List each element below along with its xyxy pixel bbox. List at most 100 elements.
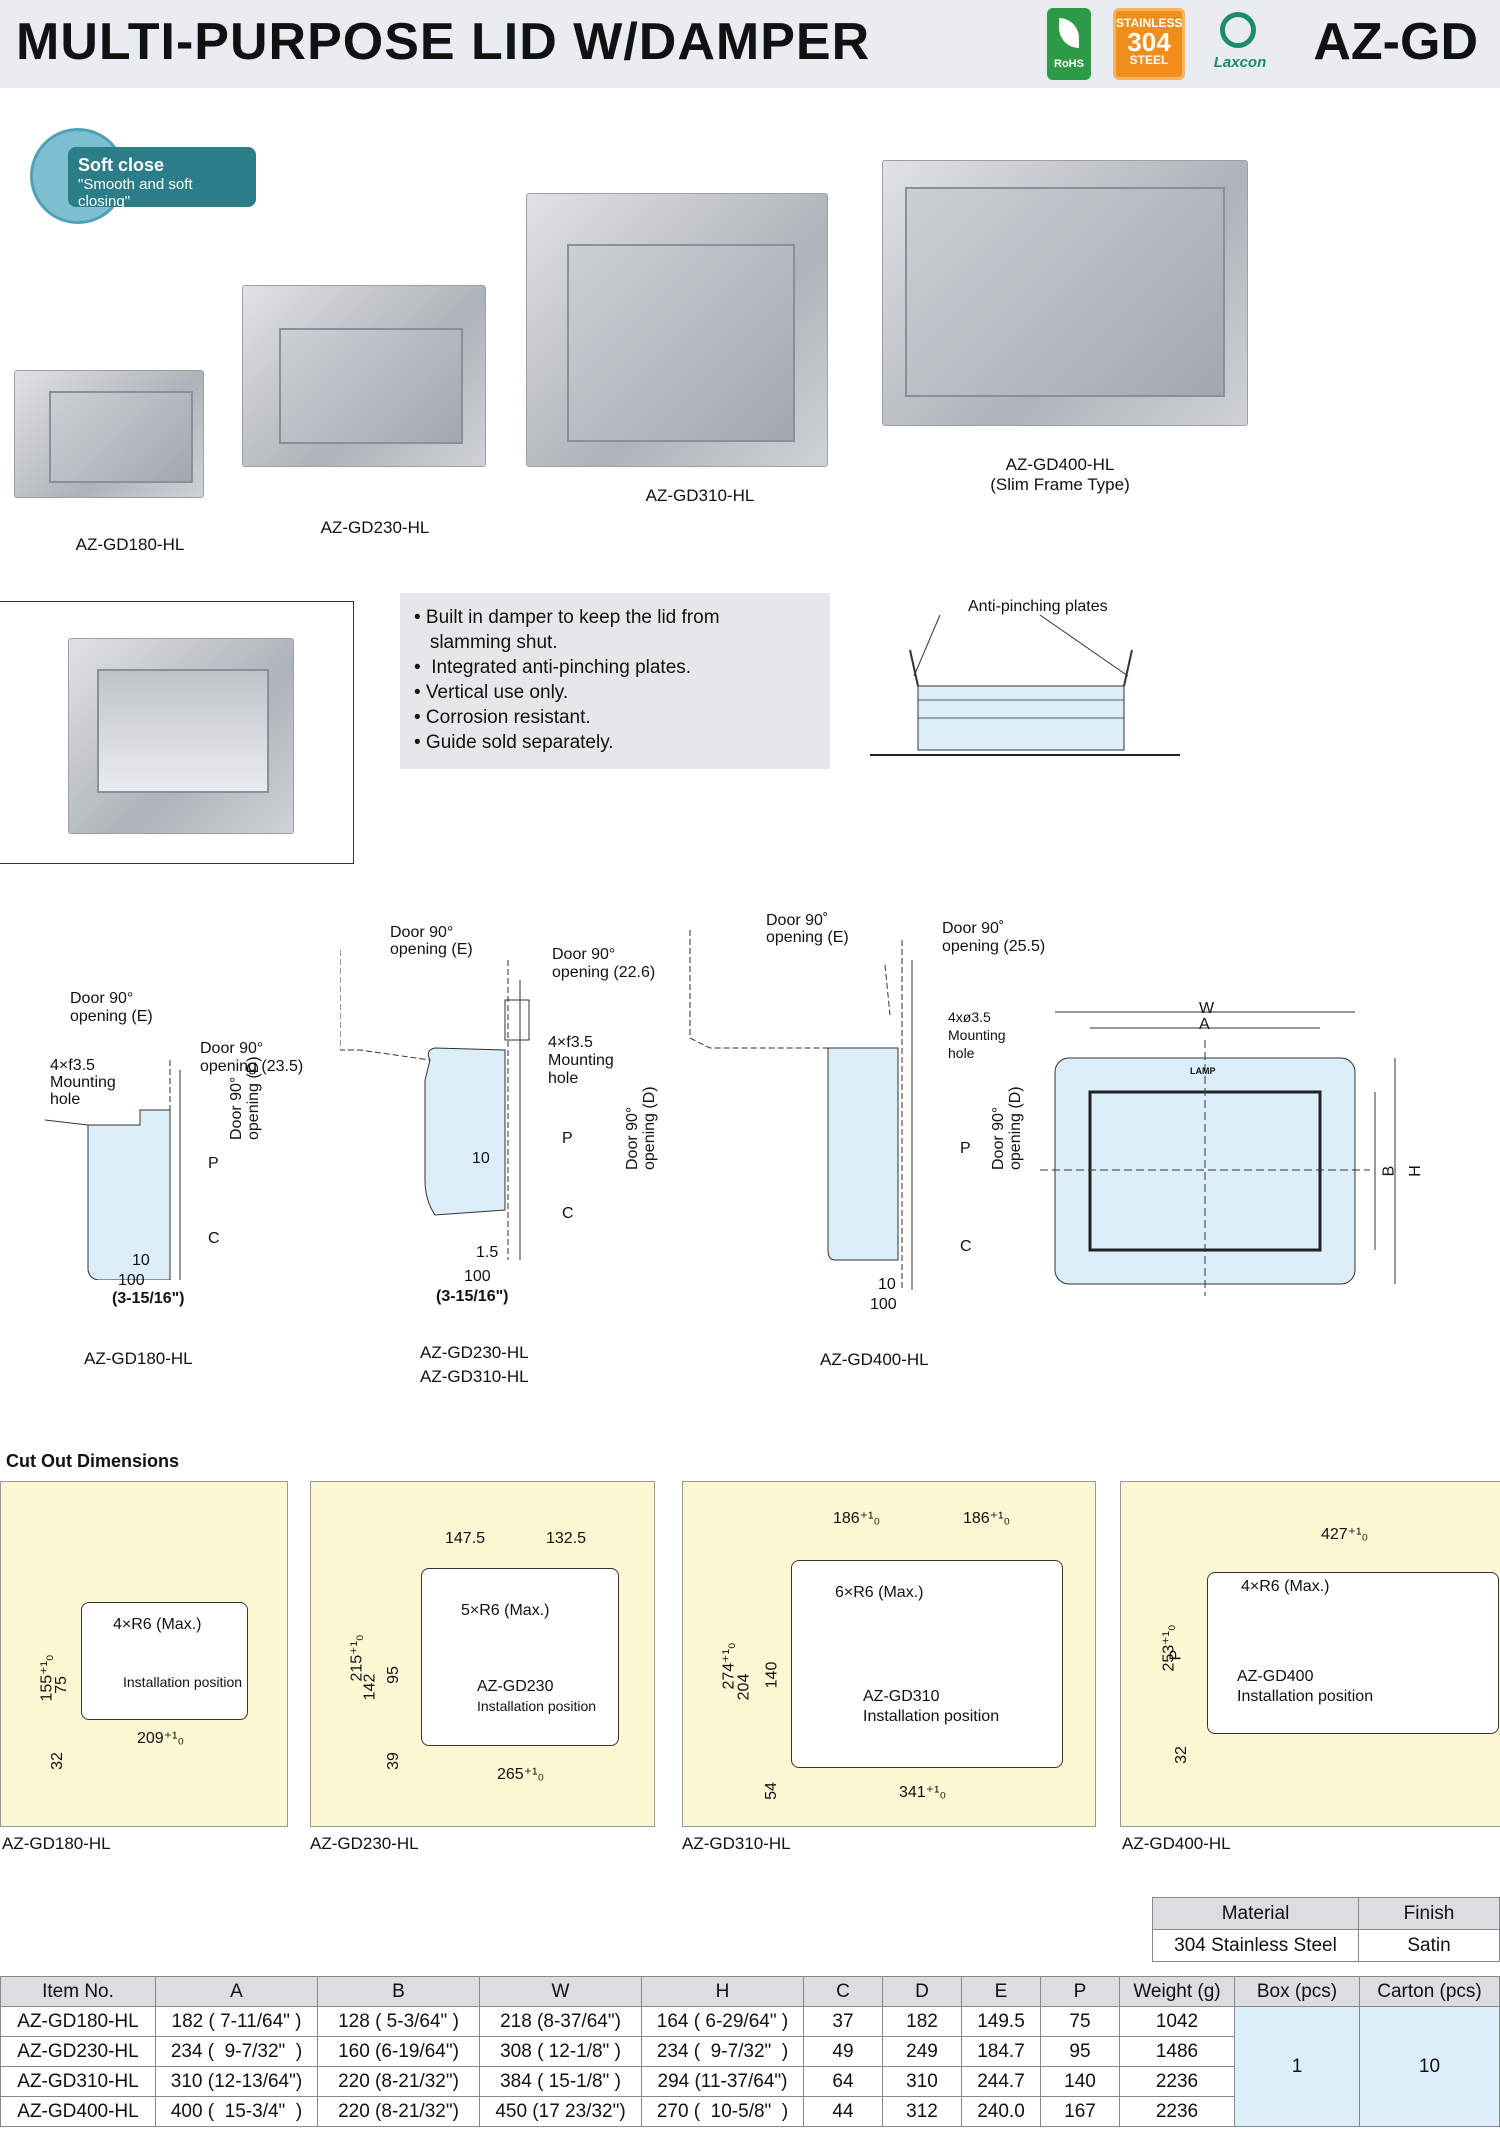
gd230-dim-c: C: [562, 1205, 574, 1222]
rohs-text: RoHS: [1054, 58, 1084, 70]
spec-cell: 234 ( 9-7/32" ): [641, 2036, 804, 2067]
spec-header: D: [882, 1976, 962, 2007]
spec-cell: 244.7: [961, 2066, 1041, 2097]
spec-cell: 164 ( 6-29/64" ): [641, 2006, 804, 2037]
spec-cell: 37: [803, 2006, 883, 2037]
cutout-dim: 54: [762, 1782, 780, 1800]
spec-cell: 140: [1040, 2066, 1120, 2097]
cutout-radius: 5×R6 (Max.): [461, 1602, 550, 1619]
spec-cell: 1486: [1119, 2036, 1235, 2067]
spec-cell: 220 (8-21/32"): [317, 2096, 480, 2127]
spec-header: E: [961, 1976, 1041, 2007]
cutout-dim: 142: [361, 1673, 379, 1701]
cutout-model: AZ-GD230: [477, 1678, 554, 1695]
spec-cell: 75: [1040, 2006, 1120, 2037]
spec-cell: AZ-GD400-HL: [0, 2096, 156, 2127]
spec-cell: 49: [803, 2036, 883, 2067]
cutout-radius: 4×R6 (Max.): [113, 1616, 202, 1633]
spec-cell: 44: [803, 2096, 883, 2127]
spec-header: Box (pcs): [1234, 1976, 1360, 2007]
spec-cell: 218 (8-37/64"): [479, 2006, 642, 2037]
front-view-drawing: [1040, 1011, 1396, 1296]
spec-header: Carton (pcs): [1359, 1976, 1500, 2007]
spec-cell: 182 ( 7-11/64" ): [155, 2006, 318, 2037]
features-list: • Built in damper to keep the lid from s…: [400, 593, 830, 769]
spec-cell: 1042: [1119, 2006, 1235, 2037]
cutout-dim: 265⁺¹₀: [497, 1766, 545, 1783]
product-image-gd180: [14, 370, 204, 498]
cutout-label-gd180: AZ-GD180-HL: [2, 1834, 111, 1853]
gd230-door-e: Door 90°opening (E): [390, 924, 473, 958]
spec-cell: 450 (17 23/32"): [479, 2096, 642, 2127]
spec-header-row: Item No. A B W H C D E P Weight (g) Box …: [0, 1976, 1500, 2007]
cutout-dim: 132.5: [546, 1530, 587, 1547]
spec-cell: 310: [882, 2066, 962, 2097]
cutout-label-gd230: AZ-GD230-HL: [310, 1834, 419, 1853]
gd230-dim-10: 10: [472, 1150, 490, 1167]
cutout-dim: 32: [48, 1752, 66, 1770]
side-drawing-gd230: [340, 950, 530, 1260]
open-lid-photo-frame: [0, 601, 354, 864]
feature-item: • Guide sold separately.: [414, 732, 614, 753]
material-value: 304 Stainless Steel: [1151, 1929, 1360, 1962]
spec-cell: 149.5: [961, 2006, 1041, 2037]
spec-cell: 2236: [1119, 2096, 1235, 2127]
cutout-dim: 186⁺¹₀: [833, 1510, 881, 1527]
spec-cell: 270 ( 10-5/8" ): [641, 2096, 804, 2127]
spec-cell: 249: [882, 2036, 962, 2067]
cutout-box-gd180: 155⁺¹₀ 75 32 209⁺¹₀ 4×R6 (Max.) Installa…: [0, 1481, 288, 1827]
cutout-dim: 186⁺¹₀: [963, 1510, 1011, 1527]
gd230-dim-in: (3-15/16"): [436, 1288, 509, 1305]
product-note-gd400: (Slim Frame Type): [990, 475, 1130, 494]
steel-badge-bottom: STEEL: [1129, 53, 1169, 67]
soft-close-banner: Soft close "Smooth and soft closing": [68, 147, 256, 210]
spec-header: B: [317, 1976, 480, 2007]
feature-item: • Corrosion resistant.: [414, 707, 591, 728]
spec-cell: 95: [1040, 2036, 1120, 2067]
spec-cell: 128 ( 5-3/64" ): [317, 2006, 480, 2037]
rohs-leaf-icon: [1059, 18, 1079, 48]
cutout-model: AZ-GD400: [1237, 1668, 1314, 1685]
spec-cell: 182: [882, 2006, 962, 2037]
gd180-dim-c: C: [208, 1230, 220, 1247]
gd180-dim-10: 10: [132, 1252, 150, 1269]
anti-pinch-label: Anti-pinching plates: [968, 598, 1108, 615]
header-bar: [0, 0, 1500, 88]
spec-cell: 64: [803, 2066, 883, 2097]
cutout-radius: 6×R6 (Max.): [835, 1584, 924, 1601]
laxcon-logo: Laxcon: [1213, 54, 1267, 71]
material-table: Material Finish 304 Stainless Steel Sati…: [1151, 1897, 1500, 1962]
box-qty-cell: 1: [1234, 2006, 1360, 2127]
cutout-label-gd400: AZ-GD400-HL: [1122, 1834, 1231, 1853]
cutout-box-gd230: 147.5 132.5 215⁺¹₀ 142 95 39 265⁺¹₀ 5×R6…: [310, 1481, 655, 1827]
cutout-hole: [791, 1560, 1063, 1768]
product-image-gd230: [242, 285, 486, 467]
spec-cell: 2236: [1119, 2066, 1235, 2097]
spec-cell: 184.7: [961, 2036, 1041, 2067]
table-row: AZ-GD180-HL 182 ( 7-11/64" ) 128 ( 5-3/6…: [0, 2006, 1500, 2127]
spec-header: Item No.: [0, 1976, 156, 2007]
cutout-hole: [421, 1568, 619, 1746]
spec-cell: 240.0: [961, 2096, 1041, 2127]
product-label-gd310: AZ-GD310-HL: [645, 486, 755, 505]
product-image-gd310: [526, 193, 828, 467]
spec-header: H: [641, 1976, 804, 2007]
front-dim-h: H: [1406, 1165, 1424, 1177]
soft-close-subtitle: "Smooth and soft closing": [78, 176, 193, 210]
gd180-door-d: Door 90°opening (D): [228, 1056, 262, 1140]
cutout-title: Cut Out Dimensions: [6, 1451, 180, 1471]
cutout-dim: 204: [735, 1673, 753, 1701]
cutout-hole: [81, 1602, 248, 1720]
spec-cell: 160 (6-19/64"): [317, 2036, 480, 2067]
gd230-dim-p: P: [562, 1130, 573, 1147]
cutout-install: Installation position: [477, 1698, 597, 1714]
cutout-dim: 341⁺¹₀: [899, 1784, 947, 1801]
product-label-gd180: AZ-GD180-HL: [75, 535, 185, 554]
rohs-badge: RoHS: [1047, 8, 1091, 80]
spec-cell: AZ-GD310-HL: [0, 2066, 156, 2097]
cutout-install: Installation position: [123, 1674, 243, 1690]
side-drawing-gd180: [44, 1060, 181, 1280]
cutout-dim: 39: [384, 1752, 402, 1770]
cutout-dim: 209⁺¹₀: [137, 1730, 185, 1747]
carton-qty-cell: 10: [1359, 2006, 1500, 2127]
